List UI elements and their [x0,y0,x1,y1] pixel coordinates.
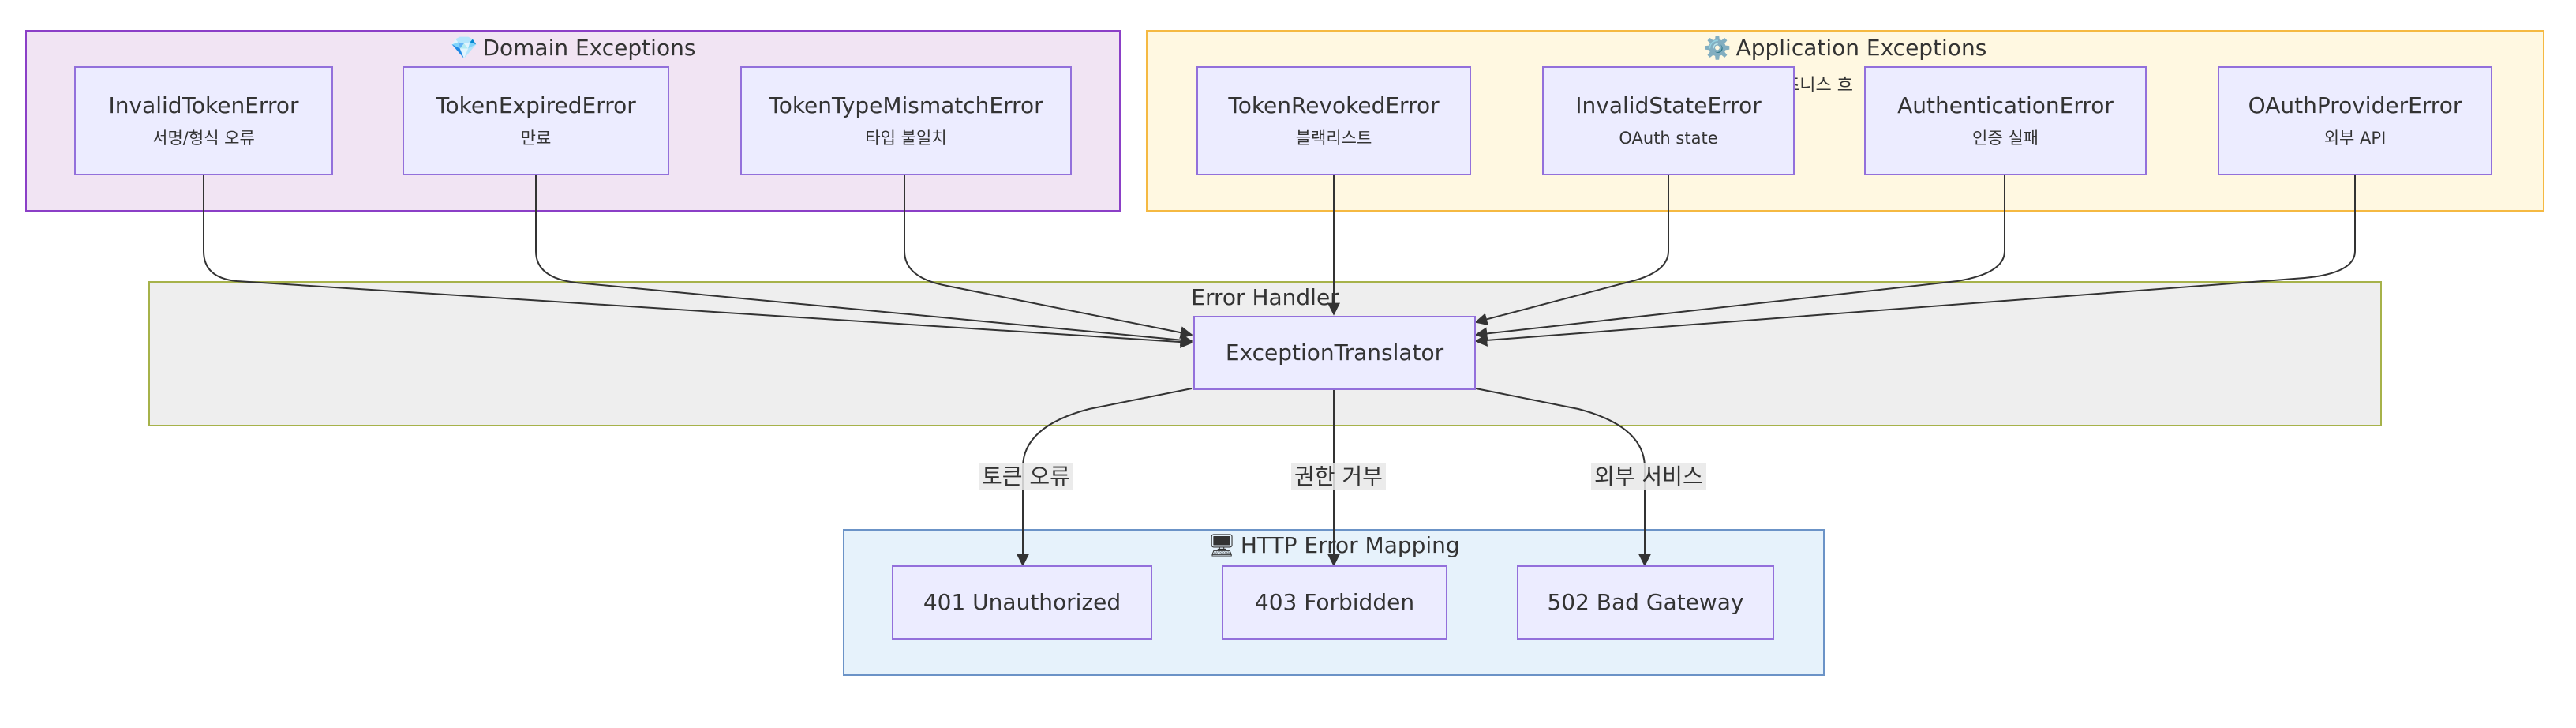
edge-token-type-mismatch-to-translator [904,175,1193,340]
node-subtitle: 외부 API [2323,129,2387,148]
token-expired-error-node[interactable]: TokenExpiredError 만료 [402,66,669,175]
domain-exceptions-label: Domain Exceptions [482,35,696,61]
edge-invalid-token-to-translator [203,175,1193,349]
edge-invalid-state-to-translator [1474,175,1669,326]
edge-oauth-provider-to-translator [1474,175,2356,347]
edge-translator-to-401 [1017,388,1193,567]
http-403-node[interactable]: 403 Forbidden [1222,565,1447,640]
application-exceptions-title: ⚙️Application Exceptions [1148,35,2543,62]
node-title: AuthenticationError [1897,92,2114,118]
edge-authentication-to-translator [1474,175,2005,340]
application-partial-text: 즈니스 흐 [1784,76,1853,96]
gem-icon: 💎 [450,35,478,61]
node-title: 502 Bad Gateway [1547,589,1744,615]
node-subtitle: 서명/형식 오류 [152,129,255,148]
node-title: 401 Unauthorized [923,589,1121,615]
error-handler-title: Error Handler [150,284,2380,311]
edge-label-external-service: 외부 서비스 [1591,463,1706,490]
http-error-mapping-label: HTTP Error Mapping [1240,532,1460,558]
node-title: 403 Forbidden [1254,589,1415,615]
node-title: TokenExpiredError [436,92,636,118]
node-title: InvalidStateError [1575,92,1762,118]
authentication-error-node[interactable]: AuthenticationError 인증 실패 [1864,66,2147,175]
oauth-provider-error-node[interactable]: OAuthProviderError 외부 API [2218,66,2492,175]
invalid-state-error-node[interactable]: InvalidStateError OAuth state [1542,66,1795,175]
token-revoked-error-node[interactable]: TokenRevokedError 블랙리스트 [1196,66,1471,175]
edge-translator-to-502 [1475,388,1651,567]
application-exceptions-label: Application Exceptions [1735,35,1987,61]
server-icon: 🖥 [1208,532,1236,558]
http-error-mapping-title: 🖥HTTP Error Mapping [844,532,1823,559]
node-title: TokenRevokedError [1228,92,1440,118]
node-subtitle: 블랙리스트 [1295,129,1372,148]
domain-exceptions-title: 💎Domain Exceptions [27,35,1119,62]
http-502-node[interactable]: 502 Bad Gateway [1517,565,1774,640]
edge-label-token-error: 토큰 오류 [979,463,1073,490]
edge-token-expired-to-translator [535,175,1193,347]
gear-icon: ⚙️ [1703,35,1732,61]
node-title: InvalidTokenError [108,92,299,118]
node-title: ExceptionTranslator [1225,340,1444,366]
node-subtitle: 타입 불일치 [865,129,947,148]
node-title: TokenTypeMismatchError [769,92,1043,118]
node-subtitle: OAuth state [1619,129,1718,148]
error-handler-label: Error Handler [1191,284,1339,310]
node-title: OAuthProviderError [2248,92,2462,118]
exception-translator-node[interactable]: ExceptionTranslator [1193,316,1476,390]
node-subtitle: 인증 실패 [1972,129,2039,148]
token-type-mismatch-error-node[interactable]: TokenTypeMismatchError 타입 불일치 [740,66,1072,175]
error-handler-group: Error Handler [148,281,2382,426]
invalid-token-error-node[interactable]: InvalidTokenError 서명/형식 오류 [74,66,333,175]
http-401-node[interactable]: 401 Unauthorized [892,565,1152,640]
node-subtitle: 만료 [520,129,552,148]
edge-label-permission-denied: 권한 거부 [1291,463,1386,490]
